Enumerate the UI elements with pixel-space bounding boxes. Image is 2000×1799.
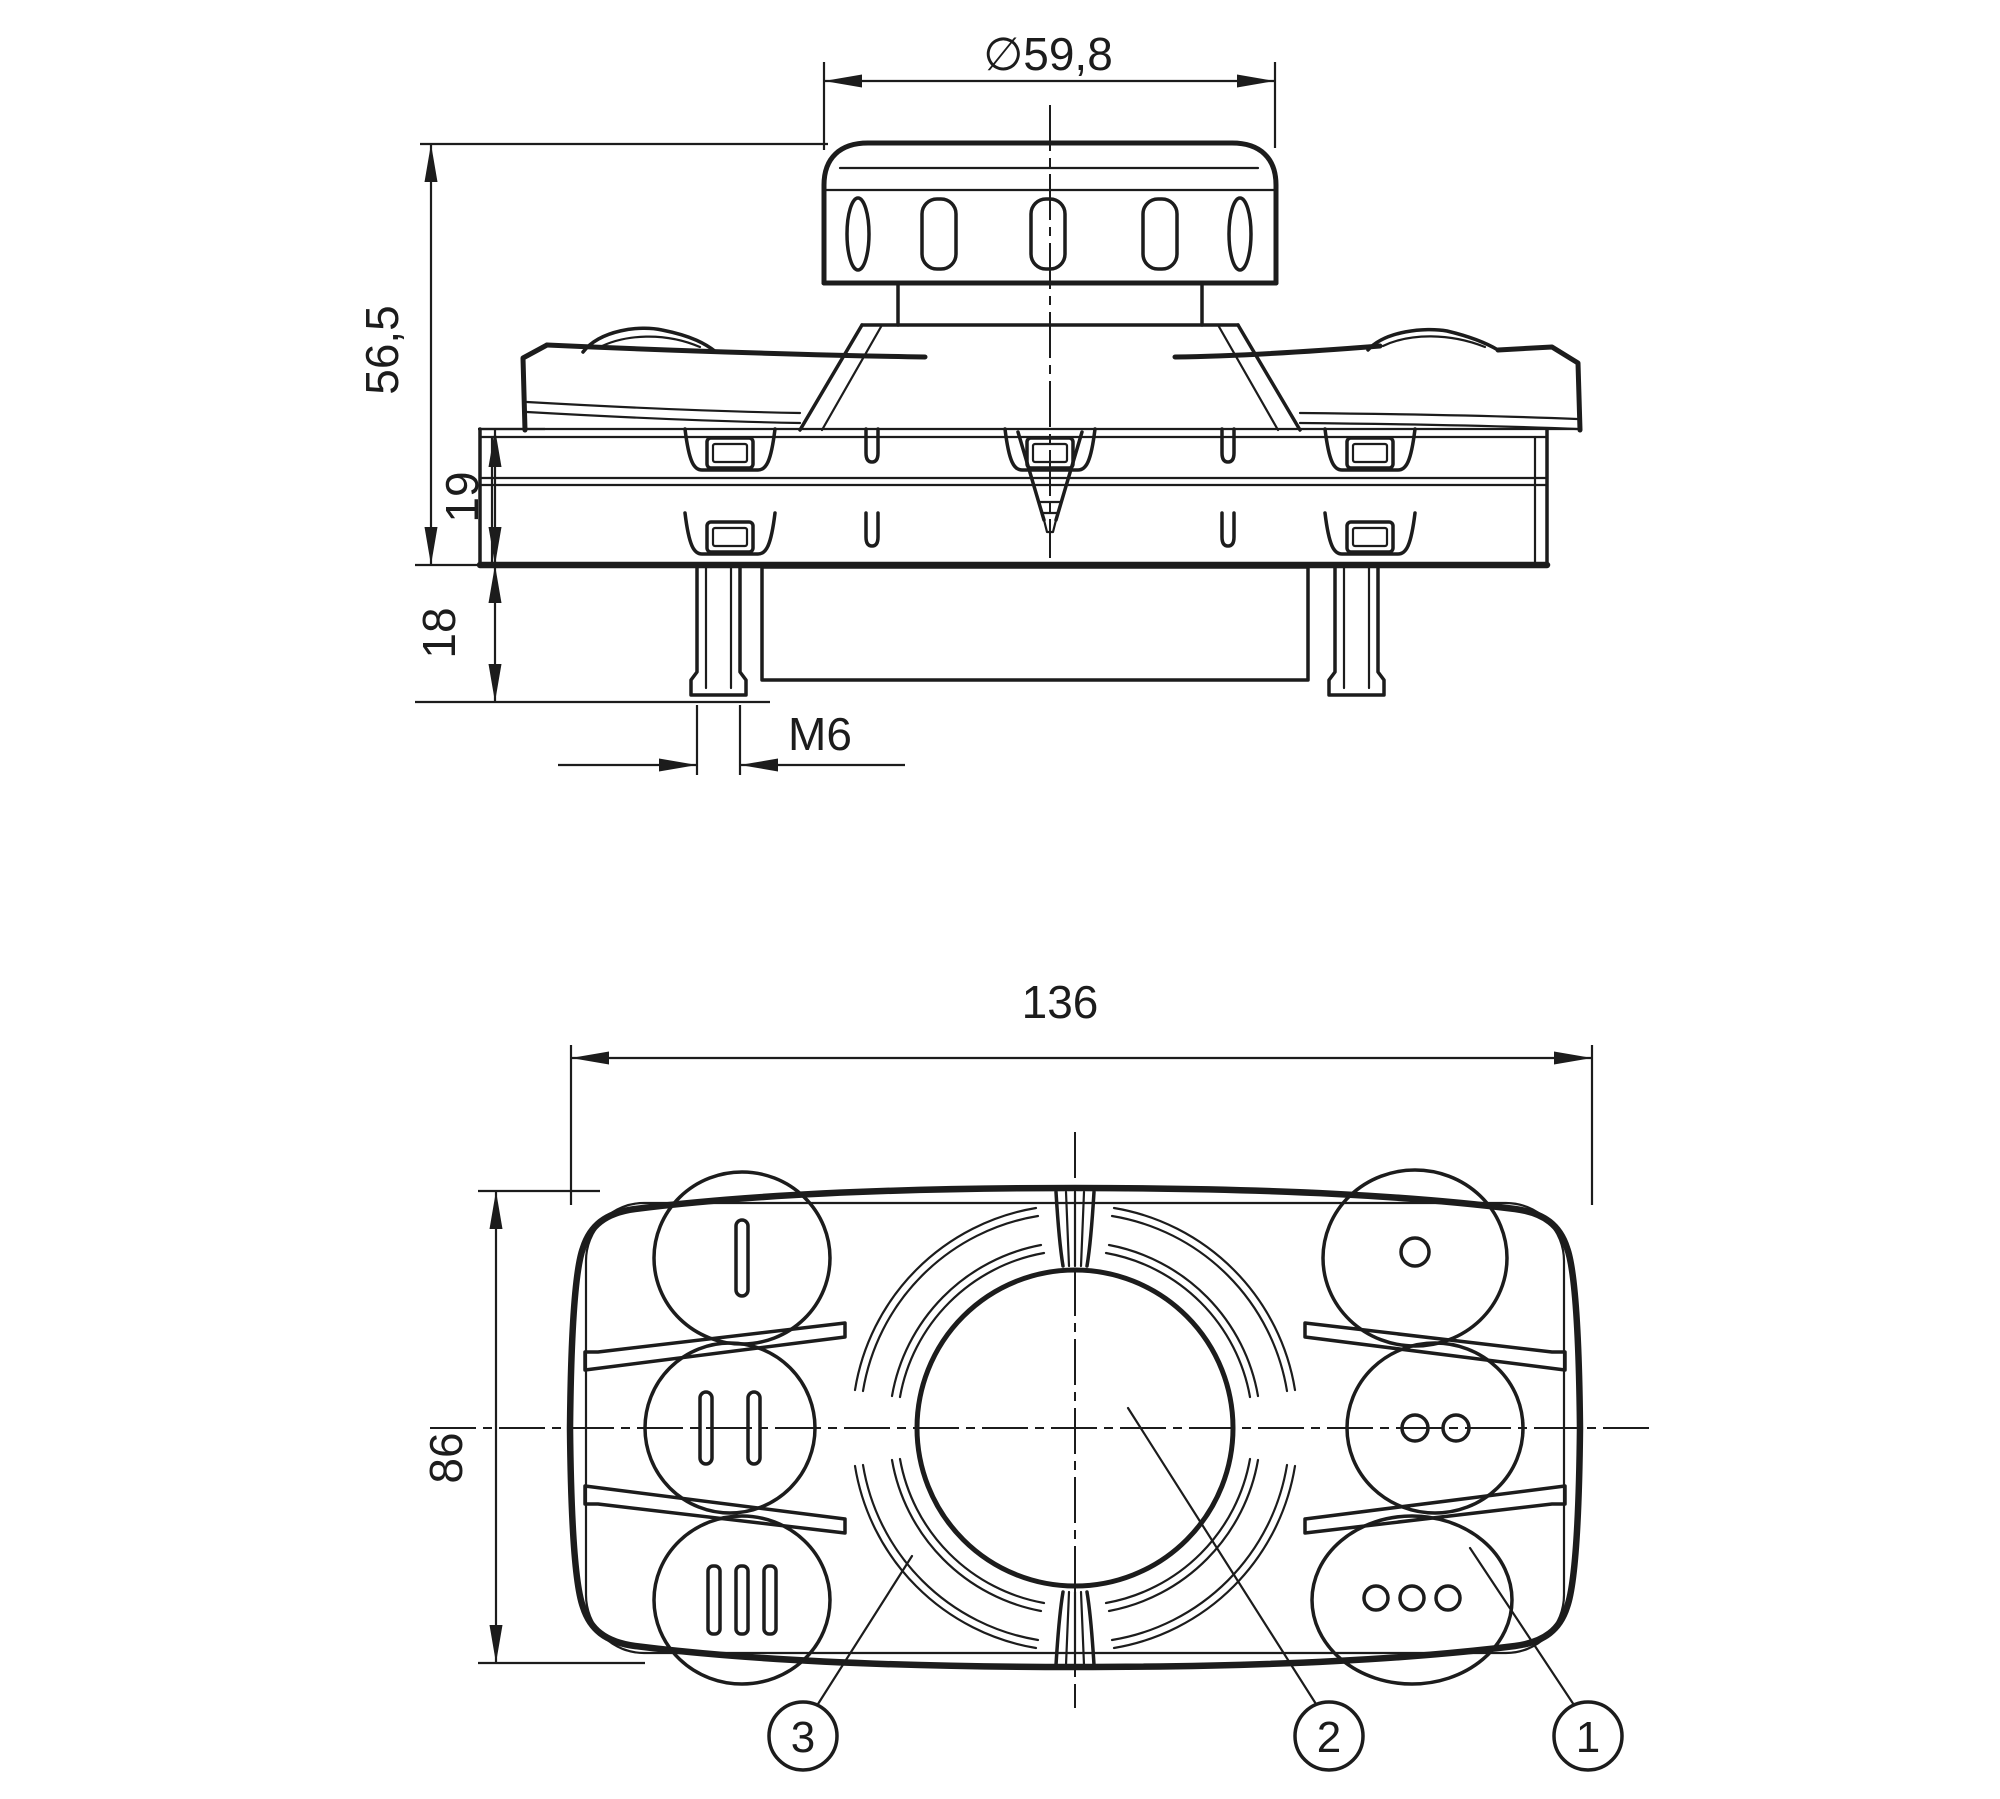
buttons-right	[1310, 1168, 1525, 1686]
dome-bump-left	[581, 326, 718, 354]
dot-3-symbol	[1434, 1584, 1462, 1612]
bottom-plate	[760, 565, 1310, 682]
mounting-stud-left	[689, 563, 748, 697]
small-tab	[1220, 427, 1236, 464]
knob-ring-inner	[890, 1243, 1260, 1613]
side-view: ∅59,8 56,5 19 18 M6	[356, 28, 1583, 775]
button-dot-2	[1345, 1341, 1525, 1515]
speed-3-symbol-bar	[734, 1564, 750, 1636]
mounting-studs	[689, 563, 1386, 697]
dim-stud-length: 18	[413, 565, 770, 704]
latch-hole	[705, 520, 755, 554]
knob-ring-outer	[853, 1206, 1297, 1650]
dot-3-symbol	[1362, 1584, 1390, 1612]
callout-2-knob: 2	[1126, 1406, 1365, 1772]
latch-cup	[683, 511, 777, 556]
dim-label-stud-length: 18	[413, 607, 465, 658]
latch-cup	[683, 427, 777, 472]
flute	[845, 196, 871, 272]
dim-flange-height: 19	[436, 427, 545, 565]
slot-lower-right	[1303, 1484, 1567, 1535]
button-speed-3	[652, 1514, 832, 1686]
dim-label-width: 136	[1022, 976, 1099, 1028]
latch-cutouts-upper	[683, 427, 1417, 472]
latch-cup	[1323, 427, 1417, 472]
speed-2-symbol-bar	[746, 1390, 762, 1466]
dim-thread: M6	[558, 705, 905, 775]
callout-1-button: 1	[1468, 1546, 1624, 1772]
knob-neck	[798, 283, 1302, 432]
knob-flutes	[845, 196, 1253, 272]
dot-2-symbol	[1441, 1413, 1471, 1443]
control-knob	[853, 1190, 1297, 1667]
small-tab	[1220, 511, 1236, 548]
callout-number-1: 1	[1576, 1713, 1600, 1762]
slot-lower-left	[583, 1484, 847, 1535]
small-tab	[864, 427, 880, 464]
knob-bottom-tab	[1054, 1590, 1096, 1667]
housing-cover	[520, 326, 1583, 534]
knob-top-tab	[1054, 1190, 1096, 1268]
knob-face	[914, 1267, 1236, 1589]
dot-2-symbol	[1400, 1413, 1430, 1443]
dim-knob-diameter: ∅59,8	[822, 28, 1277, 150]
dim-label-thread: M6	[788, 708, 852, 760]
latch-hole	[1025, 436, 1075, 470]
button-dot-3	[1310, 1514, 1514, 1686]
small-tab	[864, 511, 880, 548]
dim-label-overall-height: 56,5	[356, 305, 408, 395]
callout-circle	[767, 1700, 839, 1772]
pointer-notch	[1016, 430, 1084, 534]
dim-label-depth: 86	[420, 1432, 472, 1483]
dim-overall-height: 56,5	[356, 142, 828, 567]
dim-depth: 86	[420, 1189, 645, 1665]
flute	[920, 197, 958, 271]
dim-label-knob-diameter: ∅59,8	[983, 28, 1113, 80]
mounting-stud-right	[1327, 563, 1386, 697]
speed-2-symbol-bar	[698, 1390, 714, 1466]
button-speed-2	[643, 1341, 817, 1515]
slot-upper-right	[1303, 1321, 1567, 1372]
plan-view: 136 86 3 2 1	[420, 976, 1650, 1772]
latch-cup	[1323, 511, 1417, 556]
dot-1-symbol	[1399, 1236, 1431, 1268]
latch-hole	[705, 436, 755, 470]
housing-flange	[476, 427, 1580, 569]
latch-hole	[1345, 436, 1395, 470]
buttons-left	[643, 1170, 832, 1686]
speed-1-symbol	[734, 1218, 750, 1298]
callouts: 3 2 1	[767, 1406, 1624, 1772]
dome-bump-right	[1366, 327, 1500, 352]
dim-width: 136	[569, 976, 1594, 1205]
latch-cutouts-lower	[683, 511, 1417, 556]
flute	[1227, 196, 1253, 272]
callout-number-2: 2	[1317, 1713, 1341, 1762]
speed-3-symbol-bar	[762, 1564, 778, 1636]
flute	[1141, 197, 1179, 271]
callout-circle	[1293, 1700, 1365, 1772]
callout-circle	[1552, 1700, 1624, 1772]
speed-3-symbol-bar	[706, 1564, 722, 1636]
dim-label-flange-height: 19	[436, 471, 488, 522]
flute-center	[1029, 197, 1067, 271]
slot-upper-left	[583, 1321, 847, 1372]
knob-cap	[821, 140, 1279, 286]
callout-3-ring: 3	[767, 1554, 914, 1772]
dot-3-symbol	[1398, 1584, 1426, 1612]
latch-cup	[1003, 427, 1097, 472]
latch-hole	[1345, 520, 1395, 554]
callout-number-3: 3	[791, 1713, 815, 1762]
